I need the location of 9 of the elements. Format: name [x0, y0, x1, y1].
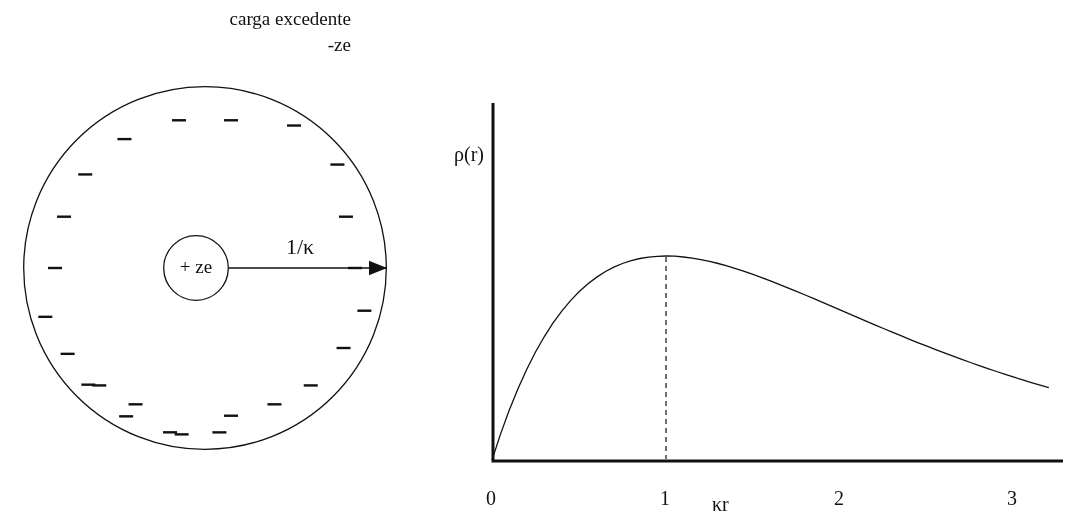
tick-label: 0: [486, 486, 496, 510]
charge-caption: carga excedente -ze: [228, 7, 351, 57]
arrow: [228, 260, 388, 276]
charge-label: + ze: [178, 256, 214, 279]
tick-label: 2: [834, 486, 844, 510]
tick-label: 1: [660, 486, 670, 510]
axis-label: κr: [712, 492, 729, 516]
axis-label: ρ(r): [454, 142, 484, 166]
tick-label: 3: [1007, 486, 1017, 510]
